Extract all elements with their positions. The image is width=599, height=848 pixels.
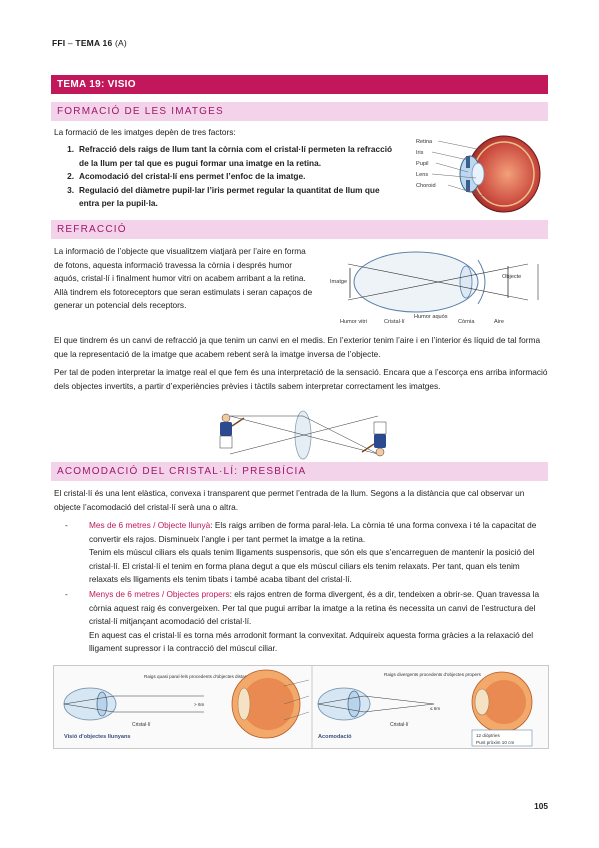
diagram-label-humor-aquos: Humor aquós xyxy=(414,314,448,320)
chapter-title-band: TEMA 19: VISIO xyxy=(51,75,548,94)
eye-label-choroid: Choroid xyxy=(416,183,436,189)
list-item: 2.Acomodació del cristal·lí ens permet l… xyxy=(67,171,306,182)
eye-anatomy-figure: Retina Iris Pupil Lens Choroid xyxy=(416,135,541,213)
eye-label-retina: Retina xyxy=(416,139,433,145)
diagram-label-cornia: Còrnia xyxy=(458,319,475,325)
diagram-label-imatge: Imatge xyxy=(330,279,347,285)
list-item: 3.Regulació del diàmetre pupil·lar l’iri… xyxy=(67,184,380,209)
bullet-near-object: - Menys de 6 metres / Objectes propers: … xyxy=(65,588,547,656)
factor-list: 1.Refracció dels raigs de llum tant la c… xyxy=(54,143,399,211)
list-item: 1.Refracció dels raigs de llum tant la c… xyxy=(67,144,393,168)
bullet-near-label: Menys de 6 metres / Objectes propers xyxy=(89,589,230,599)
fig-left-top-label: Raigs quasi paral·lels procedents d'obje… xyxy=(144,674,252,679)
fig-left-caption: Visió d'objectes llunyans xyxy=(64,734,131,740)
fig-right-lens-label: Cristal·lí xyxy=(390,722,409,728)
sec2-paragraph-2: El que tindrem és un canvi de refracció … xyxy=(54,335,541,359)
refraction-diagram: Imatge Objecte Humor vitri Cristal·lí Hu… xyxy=(330,251,539,325)
diagram-label-objecte: Objecte xyxy=(502,274,521,280)
diagram-label-cristall: Cristal·lí xyxy=(384,319,405,325)
bullet-far-label: Mes de 6 metres / Objecte llunyà xyxy=(89,520,211,530)
bullet-near-paragraph-2: En aquest cas el cristal·lí es torna més… xyxy=(89,629,534,654)
section-title-formacio: FORMACIÓ DE LES IMATGES xyxy=(51,102,548,121)
diagram-label-humor-vitri: Humor vitri xyxy=(340,319,367,325)
bullet-far-object: - Mes de 6 metres / Objecte llunyà: Els … xyxy=(65,519,547,587)
sec1-intro: La formació de les imatges depèn de tres… xyxy=(54,127,236,137)
accommodation-figure: Raigs quasi paral·lels procedents d'obje… xyxy=(53,665,549,749)
section-title-acomodacio: ACOMODACIÓ DEL CRISTAL·LÍ: PRESBÍCIA xyxy=(51,462,548,481)
sec3-intro: El cristal·lí és una lent elàstica, conv… xyxy=(54,488,525,512)
section-title-refraccio: REFRACCIÓ xyxy=(51,220,548,239)
fig-right-box-diopters: 12 diòptries xyxy=(476,733,500,738)
page-header: FFI – TEMA 16 (A) xyxy=(52,38,127,48)
eye-label-iris: Iris xyxy=(416,150,424,156)
fig-right-distance: ≤ 6m xyxy=(430,706,440,711)
sec2-paragraph-1: La informació de l’objecte que visualitz… xyxy=(54,246,313,311)
fig-left-distance: > 6m xyxy=(194,702,205,707)
eye-label-lens: Lens xyxy=(416,172,428,178)
bullet-far-paragraph-2: Tenim els múscul ciliars els quals tenim… xyxy=(89,547,535,585)
page-number: 105 xyxy=(534,801,548,811)
fig-right-top-label: Raigs divergents procedents d'objectes p… xyxy=(384,672,482,677)
fig-right-caption: Acomodació xyxy=(318,734,352,740)
inverted-image-illustration xyxy=(219,410,387,460)
fig-left-lens-label: Cristal·lí xyxy=(132,722,151,728)
sec2-paragraph-3: Per tal de poden interpretar la imatge r… xyxy=(54,367,548,391)
eye-label-pupil: Pupil xyxy=(416,161,428,167)
fig-right-box-near-point: Punt pròxim 10 cm xyxy=(476,740,514,745)
diagram-label-aire: Aire xyxy=(494,319,504,325)
